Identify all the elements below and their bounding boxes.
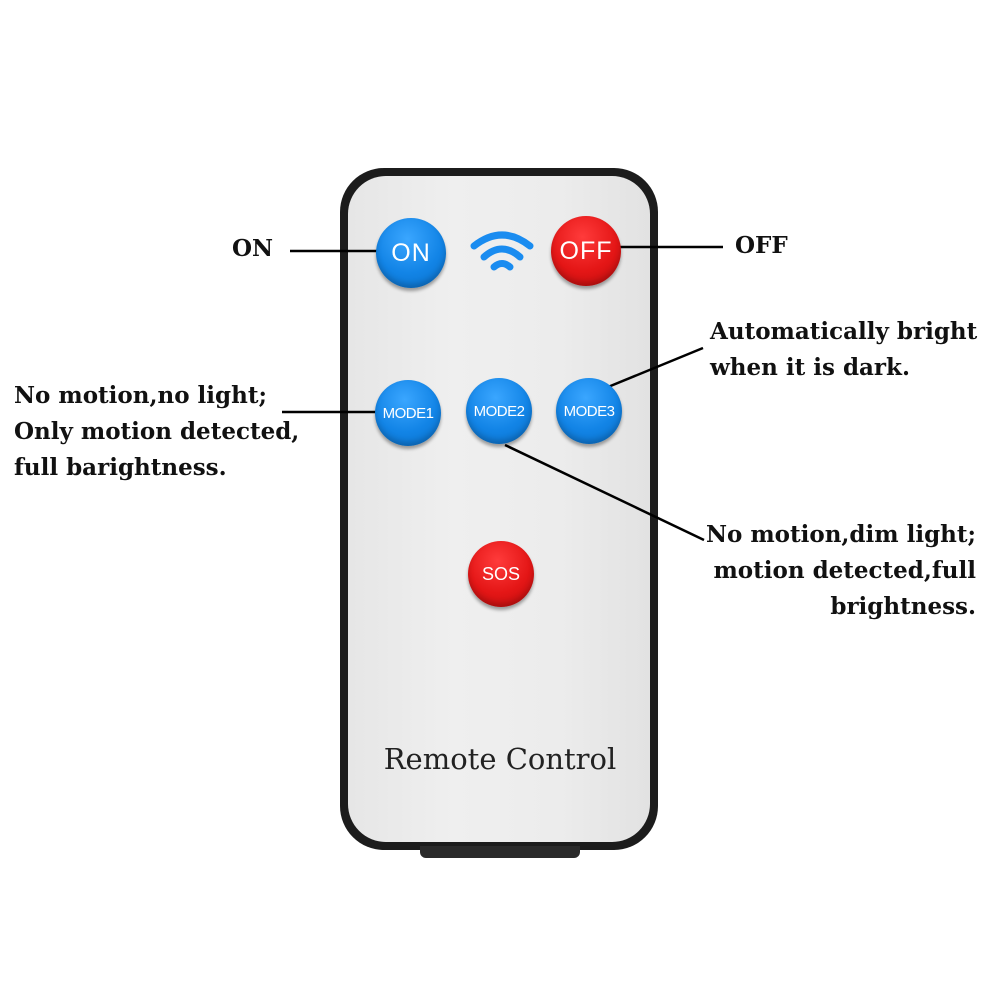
- on-button[interactable]: ON: [376, 218, 446, 288]
- off-button[interactable]: OFF: [551, 216, 621, 286]
- mode3-button[interactable]: MODE3: [556, 378, 622, 444]
- on-callout: ON: [232, 235, 274, 262]
- sos-button-label: SOS: [481, 563, 520, 584]
- mode2-callout-line-3: brightness.: [830, 593, 976, 620]
- mode2-button[interactable]: MODE2: [466, 378, 532, 444]
- mode1-callout: No motion,no light; Only motion detected…: [14, 378, 299, 486]
- mode1-callout-line-1: No motion,no light;: [14, 382, 267, 409]
- mode3-callout-line-2: when it is dark.: [710, 354, 910, 381]
- on-button-label: ON: [391, 238, 431, 267]
- brand-label: Remote Control: [383, 742, 617, 776]
- mode2-callout-line-1: No motion,dim light;: [705, 521, 976, 548]
- mode2-callout-line-2: motion detected,full: [713, 557, 976, 584]
- mode1-callout-line-2: Only motion detected,: [14, 418, 300, 445]
- mode1-callout-line-3: full barightness.: [14, 454, 227, 481]
- mode1-button[interactable]: MODE1: [375, 380, 441, 446]
- ir-emitter: [420, 846, 580, 858]
- mode3-callout-line-1: Automatically bright: [710, 318, 978, 345]
- off-callout: OFF: [735, 232, 788, 259]
- mode3-callout: Automatically bright when it is dark.: [710, 314, 977, 386]
- mode3-button-label: MODE3: [563, 402, 615, 420]
- mode2-callout: No motion,dim light; motion detected,ful…: [680, 517, 976, 625]
- mode2-button-label: MODE2: [473, 402, 525, 420]
- off-button-label: OFF: [559, 236, 613, 265]
- wifi-signal-icon: [470, 231, 534, 271]
- sos-button[interactable]: SOS: [468, 541, 534, 607]
- mode1-button-label: MODE1: [382, 404, 434, 422]
